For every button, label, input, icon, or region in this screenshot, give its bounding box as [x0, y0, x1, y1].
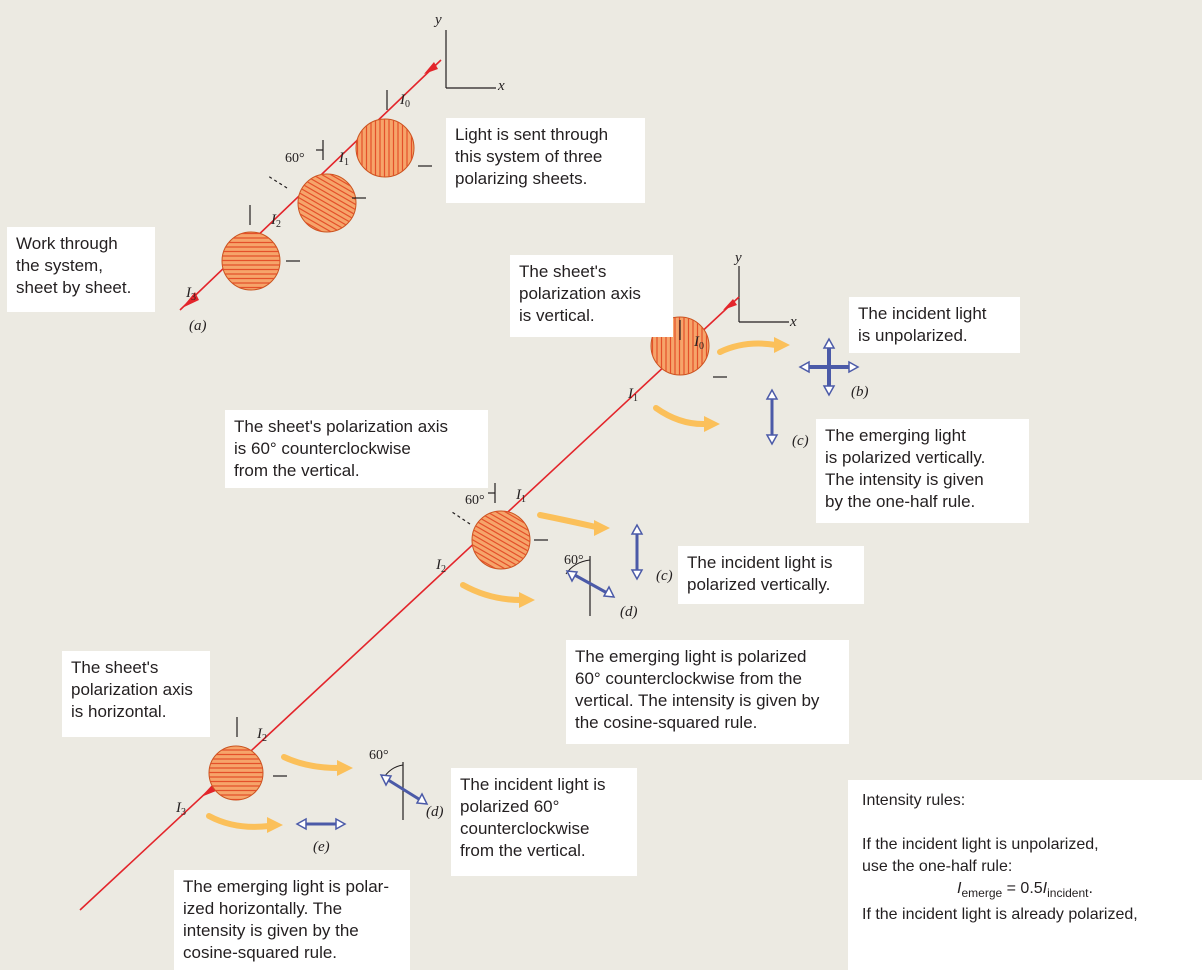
- sheet-a3: [221, 231, 281, 291]
- angle-60-d1: 60°: [564, 553, 584, 568]
- axes-main: [738, 266, 789, 323]
- rules-unpolarized-line2: use the one-half rule:: [862, 858, 1013, 875]
- panel-label-b: (b): [851, 384, 869, 400]
- axis-ticks-a: [249, 90, 432, 262]
- sheet-hatch-line: [472, 536, 529, 569]
- intensity-I3-main: I3: [176, 800, 186, 818]
- sheet-hatch-line: [301, 174, 356, 203]
- axis-y-label-main: y: [735, 250, 742, 266]
- panel-label-d1: (d): [620, 604, 638, 620]
- callout-emerging-60: The emerging light is polarized 60° coun…: [566, 640, 849, 744]
- sheet-hatch-line: [472, 540, 527, 569]
- intensity-I3-a: I3: [186, 285, 196, 303]
- intensity-I2-sheet3: I2: [257, 726, 267, 744]
- intensity-I1-sheet2: I1: [516, 487, 526, 505]
- sheet-hatch-line: [298, 199, 355, 232]
- axis-x-label-main: x: [790, 314, 797, 330]
- rules-polarized-line: If the incident light is already polariz…: [862, 906, 1138, 924]
- rules-unpolarized-line1: If the incident light is unpolarized,: [862, 836, 1099, 853]
- callout-emerging-horizontal: The emerging light is polar- ized horizo…: [174, 870, 410, 970]
- callout-incident-vertical: The incident light is polarized vertical…: [678, 546, 864, 604]
- intensity-I1-a: I1: [339, 150, 349, 168]
- intensity-I2-main: I2: [436, 557, 446, 575]
- sheet-hatch-line: [298, 203, 353, 232]
- axis-ticks-main: [236, 320, 727, 777]
- beam-main: [79, 296, 740, 911]
- callout-emerging-vertical: The emerging light is polarized vertical…: [816, 419, 1029, 523]
- sheet-hatch-line: [472, 511, 530, 548]
- pol-vertical-c1: [765, 388, 779, 446]
- intensity-I0-main: I0: [694, 334, 704, 352]
- pol-60-d1: [565, 556, 616, 616]
- flow-arrows: [206, 340, 779, 830]
- callout-sheet3-axis: The sheet's polarization axis is horizon…: [62, 651, 210, 737]
- sheet-hatch-line: [475, 511, 530, 540]
- pol-vertical-c2: [630, 523, 644, 581]
- panel-label-a: (a): [189, 318, 207, 334]
- rules-heading: Intensity rules:: [862, 792, 966, 809]
- intensity-I0-a: I0: [400, 92, 410, 110]
- rules-one-half-equation: Iemerge = 0.5Iincident.: [957, 880, 1093, 901]
- angle-60-d2: 60°: [369, 748, 389, 763]
- callout-work: Work through the system, sheet by sheet.: [7, 227, 155, 312]
- sheet-hatch-line: [298, 196, 356, 232]
- axis-dash-b2: [451, 511, 471, 525]
- sheet-hatch-line: [298, 174, 356, 211]
- sheet-hatch-line: [298, 174, 356, 207]
- axis-dash-a2: [267, 175, 288, 189]
- angle-60-a: 60°: [285, 151, 305, 166]
- pol-60-d2: [379, 762, 429, 820]
- sheet-hatch-line: [472, 511, 530, 544]
- callout-sheet1-axis: The sheet's polarization axis is vertica…: [510, 255, 673, 337]
- callout-unpolarized: The incident light is unpolarized.: [849, 297, 1020, 353]
- callout-sheet2-axis: The sheet's polarization axis is 60° cou…: [225, 410, 488, 488]
- angle-60-sheet2: 60°: [465, 493, 485, 508]
- callout-incident-60: The incident light is polarized 60° coun…: [451, 768, 637, 876]
- sheet-b3: [208, 745, 264, 801]
- sheet-a1: [355, 118, 415, 178]
- panel-label-c2: (c): [656, 568, 673, 584]
- panel-label-d2: (d): [426, 804, 444, 820]
- panel-label-c1: (c): [792, 433, 809, 449]
- pol-unpolarized-b: [798, 337, 860, 397]
- intensity-I2-a: I2: [271, 212, 281, 230]
- callout-system: Light is sent through this system of thr…: [446, 118, 645, 203]
- sheet-hatch-line: [472, 533, 530, 569]
- panel-label-e: (e): [313, 839, 330, 855]
- pol-horizontal-e: [295, 817, 347, 831]
- axis-x-label-a: x: [498, 78, 505, 94]
- axes-a: [445, 30, 496, 89]
- axis-y-label-a: y: [435, 12, 442, 28]
- intensity-I1-main: I1: [628, 386, 638, 404]
- intensity-rules-panel: Intensity rules: If the incident light i…: [848, 780, 1202, 970]
- flow-arrow-heads: [267, 337, 790, 833]
